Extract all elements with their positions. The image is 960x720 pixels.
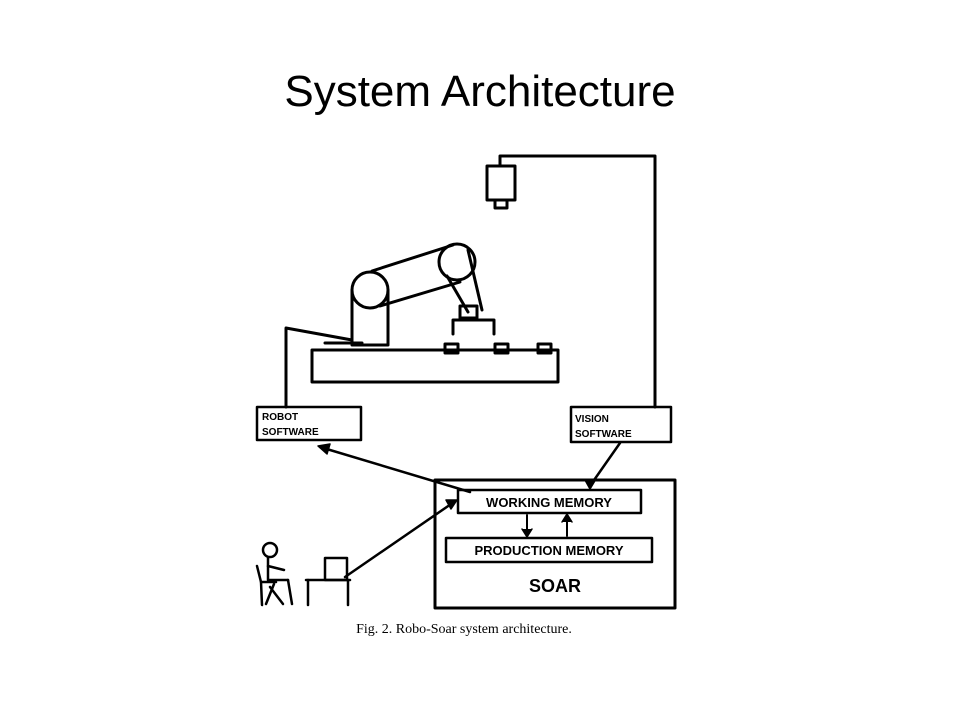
camera-cable (498, 154, 657, 409)
vision-software-label-line1: VISION (575, 414, 609, 425)
terminal-to-wm-line (343, 500, 456, 579)
terminal-icon (304, 556, 352, 607)
working-memory-box (456, 488, 643, 515)
vision-software-box (569, 405, 673, 444)
robot-software-box (255, 405, 363, 442)
camera-icon (485, 164, 517, 210)
soar-label: SOAR (529, 576, 581, 596)
working-memory-label: WORKING MEMORY (486, 495, 612, 510)
robot-software-label-line2: SOFTWARE (262, 427, 319, 438)
work-table (310, 341, 560, 384)
production-memory-label: PRODUCTION MEMORY (474, 543, 623, 558)
figure-caption: Fig. 2. Robo-Soar system architecture. (356, 622, 572, 637)
arrow-vision-to-wm (590, 441, 622, 485)
robot-cable (284, 326, 354, 409)
vision-software-label-line2: SOFTWARE (575, 429, 632, 440)
robot-arm-icon (350, 242, 496, 347)
production-memory-box (444, 536, 654, 564)
user-icon (255, 541, 294, 607)
soar-box (433, 478, 677, 610)
robot-software-label-line1: ROBOT (262, 412, 298, 423)
arrow-wm-to-robot-software (318, 445, 472, 494)
slide-title: System Architecture (284, 67, 676, 116)
